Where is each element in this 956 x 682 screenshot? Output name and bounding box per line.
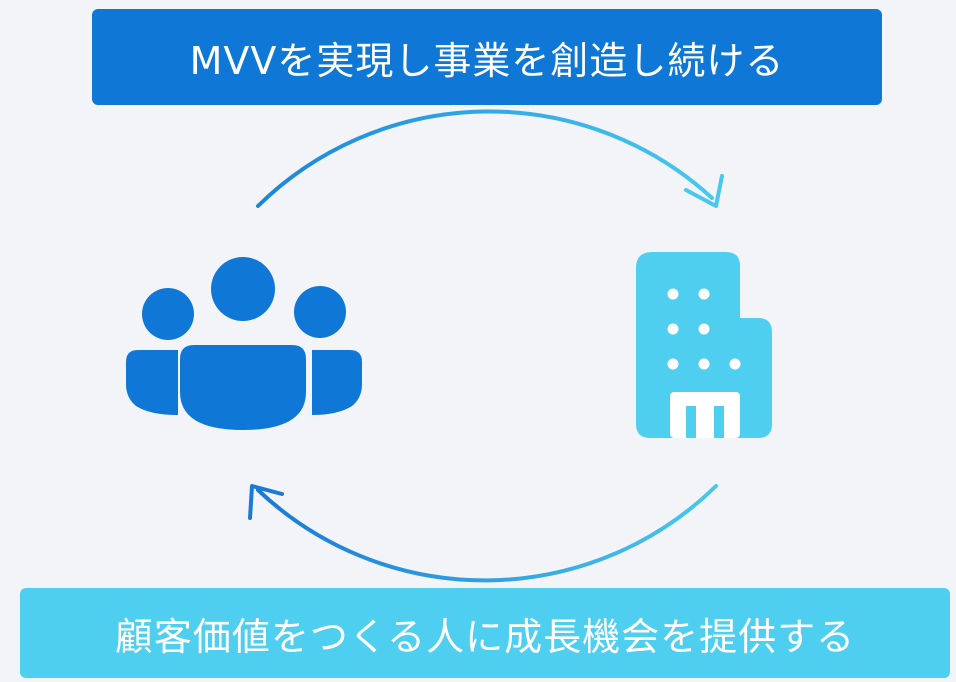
bottom-arc-arrow	[248, 484, 718, 583]
top-arc-arrow	[256, 109, 724, 208]
top-banner-text: MVVを実現し事業を創造し続ける	[189, 38, 785, 83]
people-group-icon	[126, 257, 362, 430]
bottom-banner-text: 顧客価値をつくる人に成長機会を提供する	[114, 614, 856, 659]
top-banner: MVVを実現し事業を創造し続ける	[92, 9, 882, 105]
bottom-banner: 顧客価値をつくる人に成長機会を提供する	[20, 588, 950, 678]
office-building-icon	[636, 252, 772, 438]
